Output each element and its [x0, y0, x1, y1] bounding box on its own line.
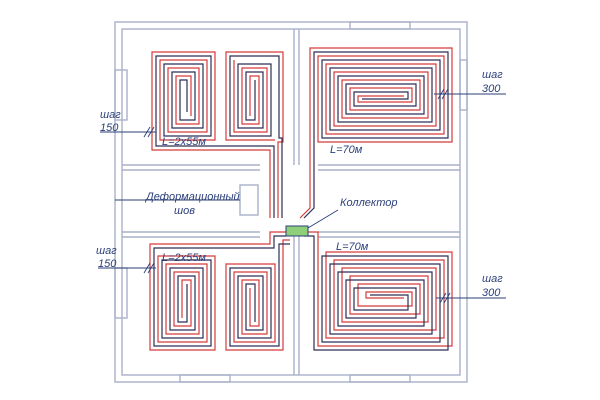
- niche-center: [239, 184, 259, 216]
- step-value-left-top: 150: [100, 122, 119, 134]
- outer-wall-outer: [114, 21, 468, 383]
- loop-top-right-supply: [299, 47, 453, 219]
- step-word-left-bottom: шаг: [96, 245, 117, 257]
- step-tick-right-top-1: [437, 88, 445, 100]
- step-value-right-top: 300: [482, 83, 501, 95]
- step-markers: [98, 88, 506, 304]
- loop-top-left-a-return: [155, 55, 275, 218]
- loop-bottom-left-a-return: [153, 235, 286, 347]
- step-word-right-bottom: шаг: [482, 273, 503, 285]
- window-left-bottom: [114, 267, 128, 319]
- window-left-top: [114, 69, 128, 121]
- step-value-left-bottom: 150: [98, 258, 117, 270]
- loop-top-left-b-return: [229, 55, 283, 218]
- step-tick-right-bottom-1: [439, 292, 447, 304]
- loop-bottom-left-a-supply: [149, 231, 286, 351]
- window-right: [459, 59, 468, 111]
- window-bottom-left: [179, 374, 231, 383]
- outer-wall-inner: [121, 28, 461, 376]
- labels: L=2x55м L=2x55м L=70м L=70м шаг 150 шаг …: [96, 69, 503, 299]
- loop-top-left-b-supply: [225, 51, 284, 218]
- step-word-right-top: шаг: [482, 69, 503, 81]
- loop-top-left-b-inner-supply: [233, 60, 268, 133]
- window-top-right: [349, 21, 411, 30]
- loop-top-left-a-supply: [151, 51, 271, 218]
- length-label-small-top: L=2x55м: [162, 136, 206, 148]
- manifold-box: [285, 225, 309, 237]
- heating-loops: [149, 47, 453, 351]
- step-tick-left-bottom-1: [143, 262, 151, 274]
- loop-bottom-left-b-supply: [225, 239, 290, 351]
- step-tick-right-bottom-2: [443, 292, 451, 304]
- expansion-joint-label-line1: Деформационный: [144, 191, 240, 203]
- loop-bottom-right-return: [304, 235, 449, 351]
- length-label-small-bottom: L=2x55м: [162, 252, 206, 264]
- step-tick-right-top-2: [441, 88, 449, 100]
- length-label-large-bottom: L=70м: [336, 241, 369, 253]
- manifold-leader: [307, 209, 339, 229]
- length-label-large-top: L=70м: [330, 144, 363, 156]
- step-tick-left-bottom-2: [147, 262, 155, 274]
- step-value-right-bottom: 300: [482, 287, 501, 299]
- step-tick-left-top-2: [147, 126, 155, 138]
- loop-bottom-right-supply: [304, 231, 453, 347]
- step-word-left-top: шаг: [100, 109, 121, 121]
- manifold-label: Коллектор: [340, 197, 397, 209]
- loop-bottom-left-b-return: [229, 243, 290, 347]
- window-bottom-right: [349, 374, 411, 383]
- step-tick-left-top-1: [143, 126, 151, 138]
- loop-top-right-return: [303, 51, 449, 219]
- expansion-joint-label-line2: шов: [174, 205, 195, 217]
